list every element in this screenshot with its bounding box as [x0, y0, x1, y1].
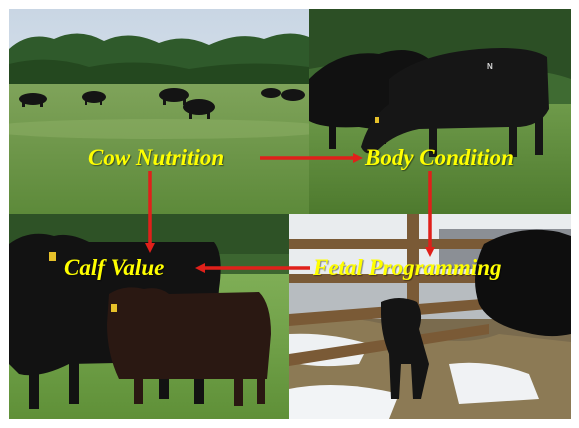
cattle-grazing-pasture-photo	[9, 9, 309, 214]
node-calf-value: Calf Value	[64, 255, 165, 280]
node-fetal-programming: Fetal Programming	[313, 255, 502, 280]
node-body-condition: Body Condition	[365, 145, 514, 170]
node-cow-nutrition: Cow Nutrition	[88, 145, 225, 170]
svg-text:N: N	[487, 62, 493, 71]
